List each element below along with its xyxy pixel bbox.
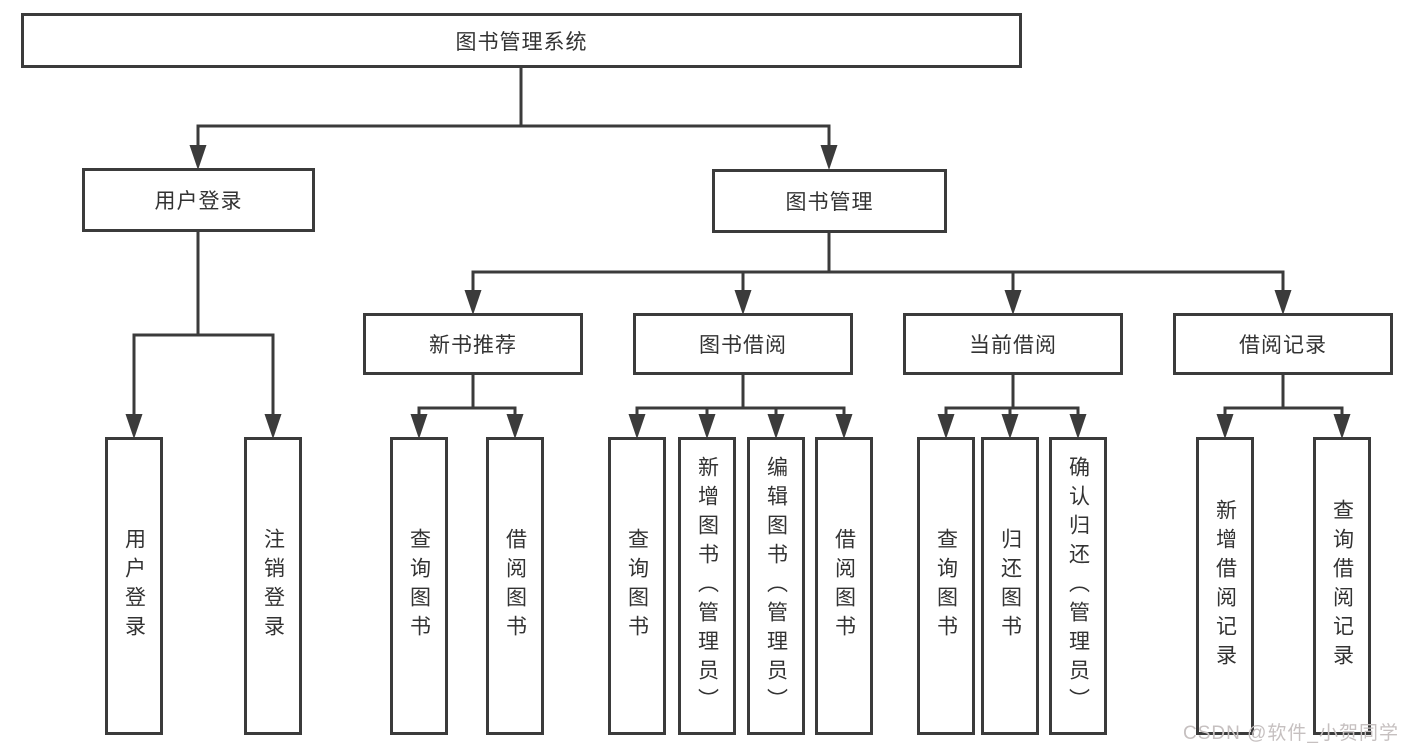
arrow-down-icon <box>410 414 428 439</box>
node-library-system: 图书管理系统 <box>21 13 1022 68</box>
node-new-book-recommend: 新书推荐 <box>363 313 583 375</box>
node-label: 编辑图书（管理员） <box>764 455 788 717</box>
arrow-down-icon <box>1004 290 1022 315</box>
node-current-borrow: 当前借阅 <box>903 313 1123 375</box>
node-label: 新增借阅记录 <box>1213 499 1237 673</box>
tree-edges <box>132 68 1344 420</box>
arrow-down-icon <box>1069 414 1087 439</box>
csdn-watermark: CSDN @软件_小贺同学 <box>1183 723 1399 744</box>
arrow-down-icon <box>1333 414 1351 439</box>
node-leaf-confirm-return-admin: 确认归还（管理员） <box>1049 437 1107 735</box>
node-label: 借阅图书 <box>503 528 527 644</box>
node-leaf-query-borrow-record: 查询借阅记录 <box>1313 437 1371 735</box>
edge-borrowrecord-to-leaves <box>1223 375 1344 420</box>
node-leaf-add-book-admin: 新增图书（管理员） <box>678 437 736 735</box>
node-leaf-borrow-book-1: 借阅图书 <box>486 437 544 735</box>
edge-userlogin-to-leaves <box>132 232 275 420</box>
node-leaf-query-book-3: 查询图书 <box>917 437 975 735</box>
arrow-down-icon <box>264 414 282 439</box>
node-leaf-add-borrow-record: 新增借阅记录 <box>1196 437 1254 735</box>
node-book-borrow: 图书借阅 <box>633 313 853 375</box>
edge-newbook-to-leaves <box>417 375 517 420</box>
arrow-down-icon <box>628 414 646 439</box>
arrow-down-icon <box>189 145 207 170</box>
edge-root-to-level2 <box>196 68 831 152</box>
arrow-down-icon <box>125 414 143 439</box>
node-leaf-return-book: 归还图书 <box>981 437 1039 735</box>
arrow-down-icon <box>1274 290 1292 315</box>
node-label: 查询图书 <box>934 528 958 644</box>
node-label: 查询借阅记录 <box>1330 499 1354 673</box>
node-leaf-query-book-1: 查询图书 <box>390 437 448 735</box>
node-label: 查询图书 <box>625 528 649 644</box>
node-label: 借阅图书 <box>832 528 856 644</box>
arrow-down-icon <box>767 414 785 439</box>
node-leaf-borrow-book-2: 借阅图书 <box>815 437 873 735</box>
node-leaf-logout: 注销登录 <box>244 437 302 735</box>
node-label: 新增图书（管理员） <box>695 455 719 717</box>
node-book-management: 图书管理 <box>712 169 947 233</box>
node-label: 归还图书 <box>998 528 1022 644</box>
arrow-down-icon <box>1216 414 1234 439</box>
node-leaf-query-book-2: 查询图书 <box>608 437 666 735</box>
arrowheads <box>125 145 1351 439</box>
arrow-down-icon <box>820 145 838 170</box>
node-label: 用户登录 <box>122 528 146 644</box>
arrow-down-icon <box>1001 414 1019 439</box>
node-leaf-edit-book-admin: 编辑图书（管理员） <box>747 437 805 735</box>
node-borrow-record: 借阅记录 <box>1173 313 1393 375</box>
node-leaf-user-login: 用户登录 <box>105 437 163 735</box>
arrow-down-icon <box>698 414 716 439</box>
node-label: 注销登录 <box>261 528 285 644</box>
edge-bookborrow-to-leaves <box>635 375 846 420</box>
node-label: 查询图书 <box>407 528 431 644</box>
arrow-down-icon <box>937 414 955 439</box>
arrow-down-icon <box>506 414 524 439</box>
arrow-down-icon <box>835 414 853 439</box>
node-user-login: 用户登录 <box>82 168 315 232</box>
edge-currentborrow-to-leaves <box>944 375 1080 420</box>
node-label: 确认归还（管理员） <box>1066 455 1090 717</box>
edge-bookmgmt-to-level3 <box>471 233 1285 298</box>
arrow-down-icon <box>734 290 752 315</box>
arrow-down-icon <box>464 290 482 315</box>
